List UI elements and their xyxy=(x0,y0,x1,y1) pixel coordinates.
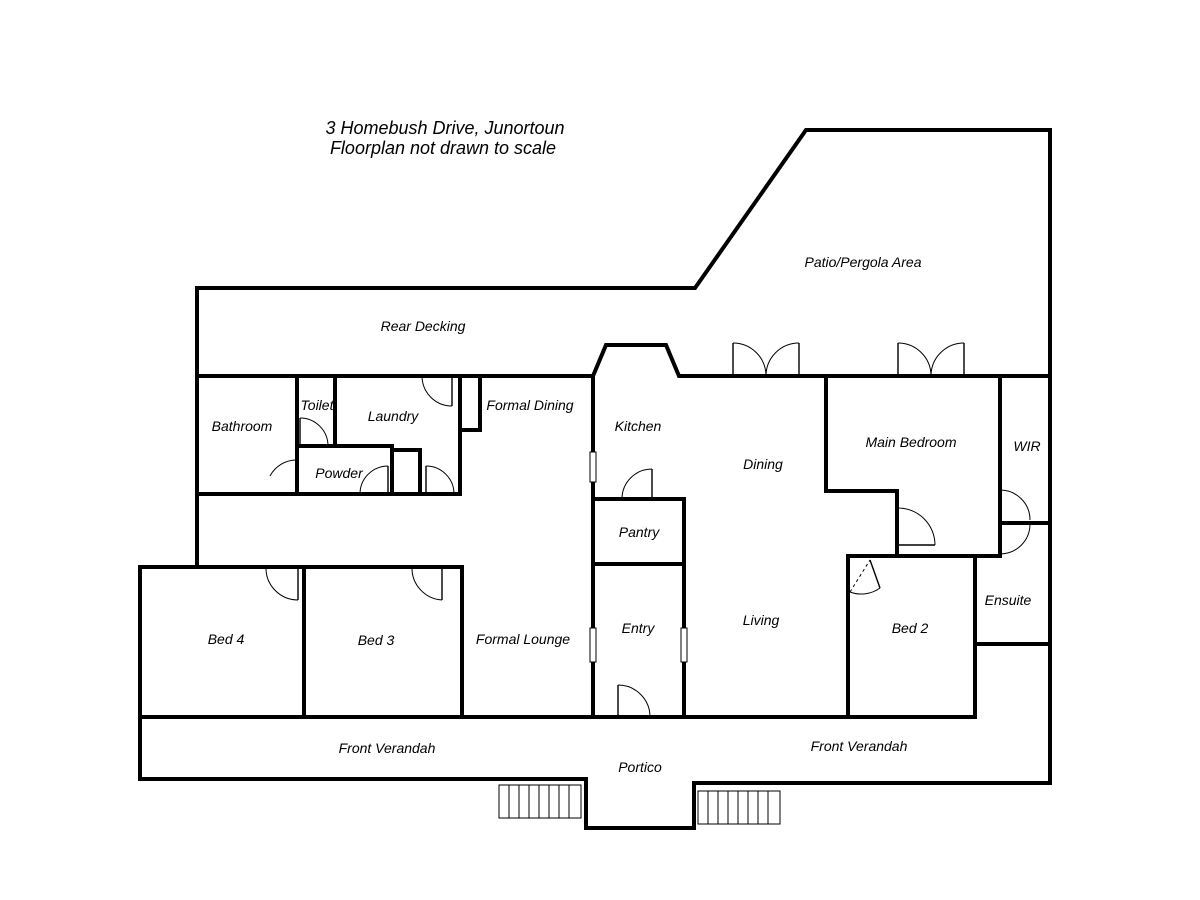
label-powder: Powder xyxy=(315,465,364,481)
label-front-verandah-left: Front Verandah xyxy=(339,740,436,756)
door-laundry-hall xyxy=(425,465,456,495)
powder-box xyxy=(390,448,422,496)
label-toilet: Toilet xyxy=(301,397,335,413)
window-lounge xyxy=(589,627,597,663)
window-entry xyxy=(680,627,688,663)
label-kitchen: Kitchen xyxy=(615,418,662,434)
door-main-bedroom xyxy=(896,507,936,546)
label-portico: Portico xyxy=(618,759,662,775)
front-steps-left xyxy=(498,784,582,819)
label-laundry: Laundry xyxy=(368,408,420,424)
label-living: Living xyxy=(743,612,780,628)
bed2-wall xyxy=(846,554,977,719)
door-rear-dining xyxy=(732,342,800,377)
door-wir xyxy=(999,489,1031,521)
door-powder xyxy=(358,465,389,495)
door-bed3 xyxy=(411,566,443,601)
floorplan-note: Floorplan not drawn to scale xyxy=(330,138,556,158)
bed4-wall xyxy=(138,565,199,719)
house-rear-wall xyxy=(195,343,1052,378)
label-front-verandah-right: Front Verandah xyxy=(811,738,908,754)
laundry-wall xyxy=(333,374,394,496)
verandah-wall xyxy=(138,715,1052,830)
door-bed2 xyxy=(849,559,881,595)
label-bed4: Bed 4 xyxy=(208,631,245,647)
pantry-wall xyxy=(591,497,686,566)
label-wir: WIR xyxy=(1013,438,1040,454)
label-formal-lounge: Formal Lounge xyxy=(476,631,570,647)
outer-rear-wall xyxy=(195,128,1052,378)
label-bed3: Bed 3 xyxy=(358,632,395,648)
door-pantry xyxy=(621,468,653,500)
label-main-bedroom: Main Bedroom xyxy=(865,434,956,450)
door-bathroom xyxy=(269,459,298,490)
front-steps-right xyxy=(697,790,781,825)
door-toilet xyxy=(299,417,332,447)
door-bed4 xyxy=(265,566,299,601)
window-kitchen xyxy=(589,451,597,483)
door-laundry xyxy=(420,375,453,407)
door-ensuite xyxy=(999,523,1031,555)
label-patio: Patio/Pergola Area xyxy=(805,254,922,270)
label-ensuite: Ensuite xyxy=(985,592,1032,608)
label-entry: Entry xyxy=(622,620,656,636)
door-entry xyxy=(617,684,651,718)
label-bathroom: Bathroom xyxy=(212,418,273,434)
main-bedroom-wall xyxy=(824,374,1002,558)
door-rear-main-bedroom xyxy=(897,342,965,377)
label-rear-decking: Rear Decking xyxy=(381,318,466,334)
floorplan-title: 3 Homebush Drive, Junortoun xyxy=(325,118,564,138)
label-formal-dining: Formal Dining xyxy=(486,397,573,413)
label-bed2: Bed 2 xyxy=(892,620,929,636)
label-pantry: Pantry xyxy=(619,524,660,540)
formal-dining-nib xyxy=(458,374,482,432)
label-dining: Dining xyxy=(743,456,783,472)
